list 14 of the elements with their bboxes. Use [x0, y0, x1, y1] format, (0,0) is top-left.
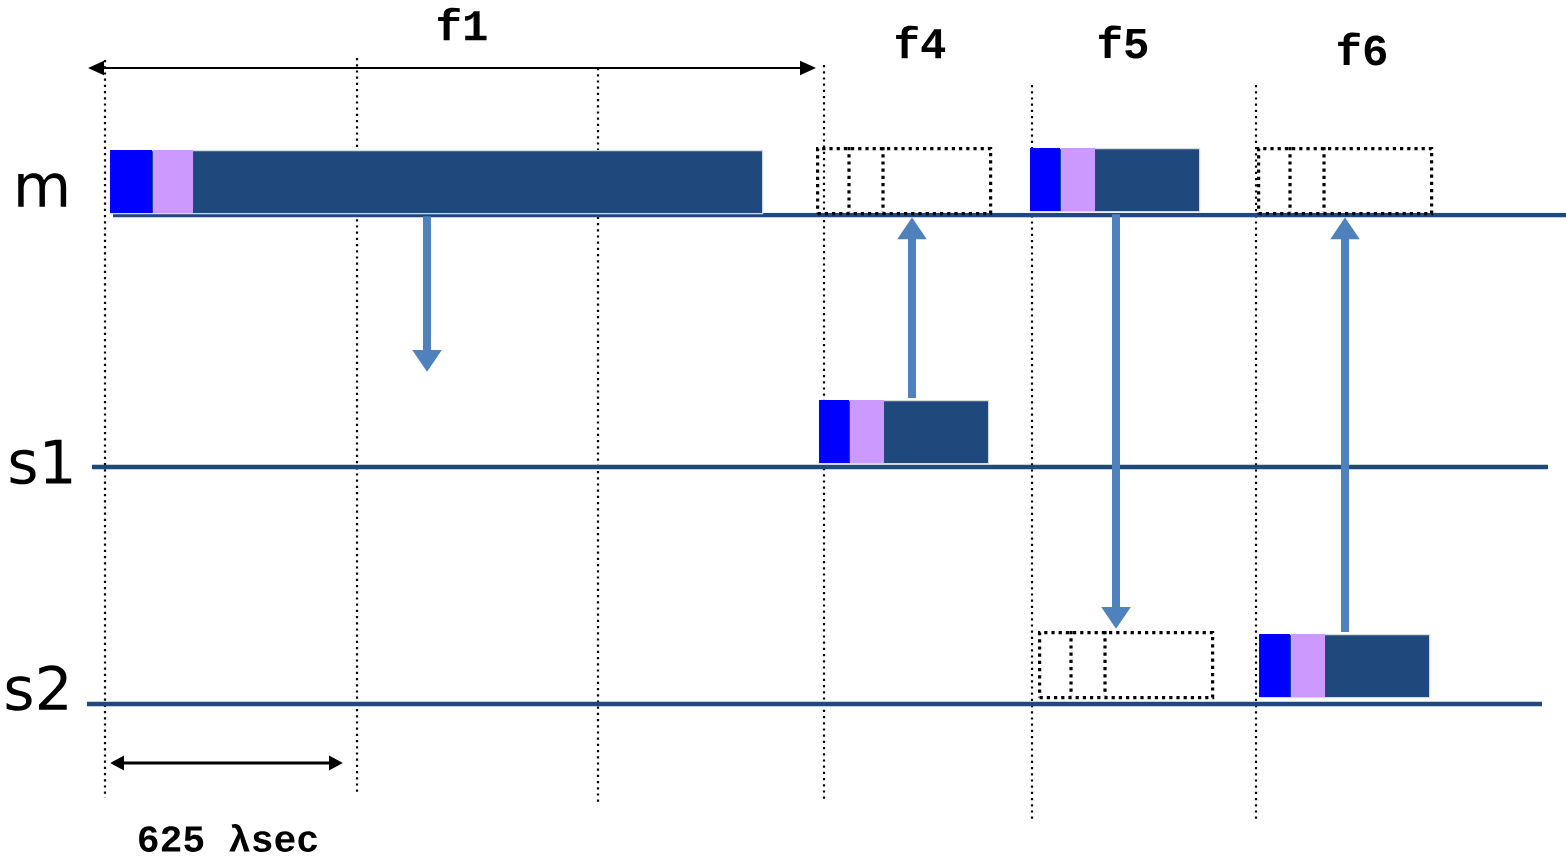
empty-slot — [816, 147, 993, 216]
frame-label: f5 — [1099, 25, 1148, 59]
empty-slot — [1038, 631, 1215, 700]
empty-slot — [1257, 147, 1434, 216]
packet-bar — [819, 400, 990, 465]
device-label: s2 — [6, 665, 67, 711]
packet-bar — [1030, 148, 1201, 213]
frame-label: f1 — [438, 7, 487, 41]
duration-label: 625 λsec — [139, 824, 317, 852]
packet-bar — [110, 150, 764, 215]
frame-label: f6 — [1338, 32, 1386, 66]
frame-label: f4 — [896, 25, 946, 59]
device-label: s1 — [10, 439, 72, 485]
packet-bar — [1259, 634, 1431, 699]
